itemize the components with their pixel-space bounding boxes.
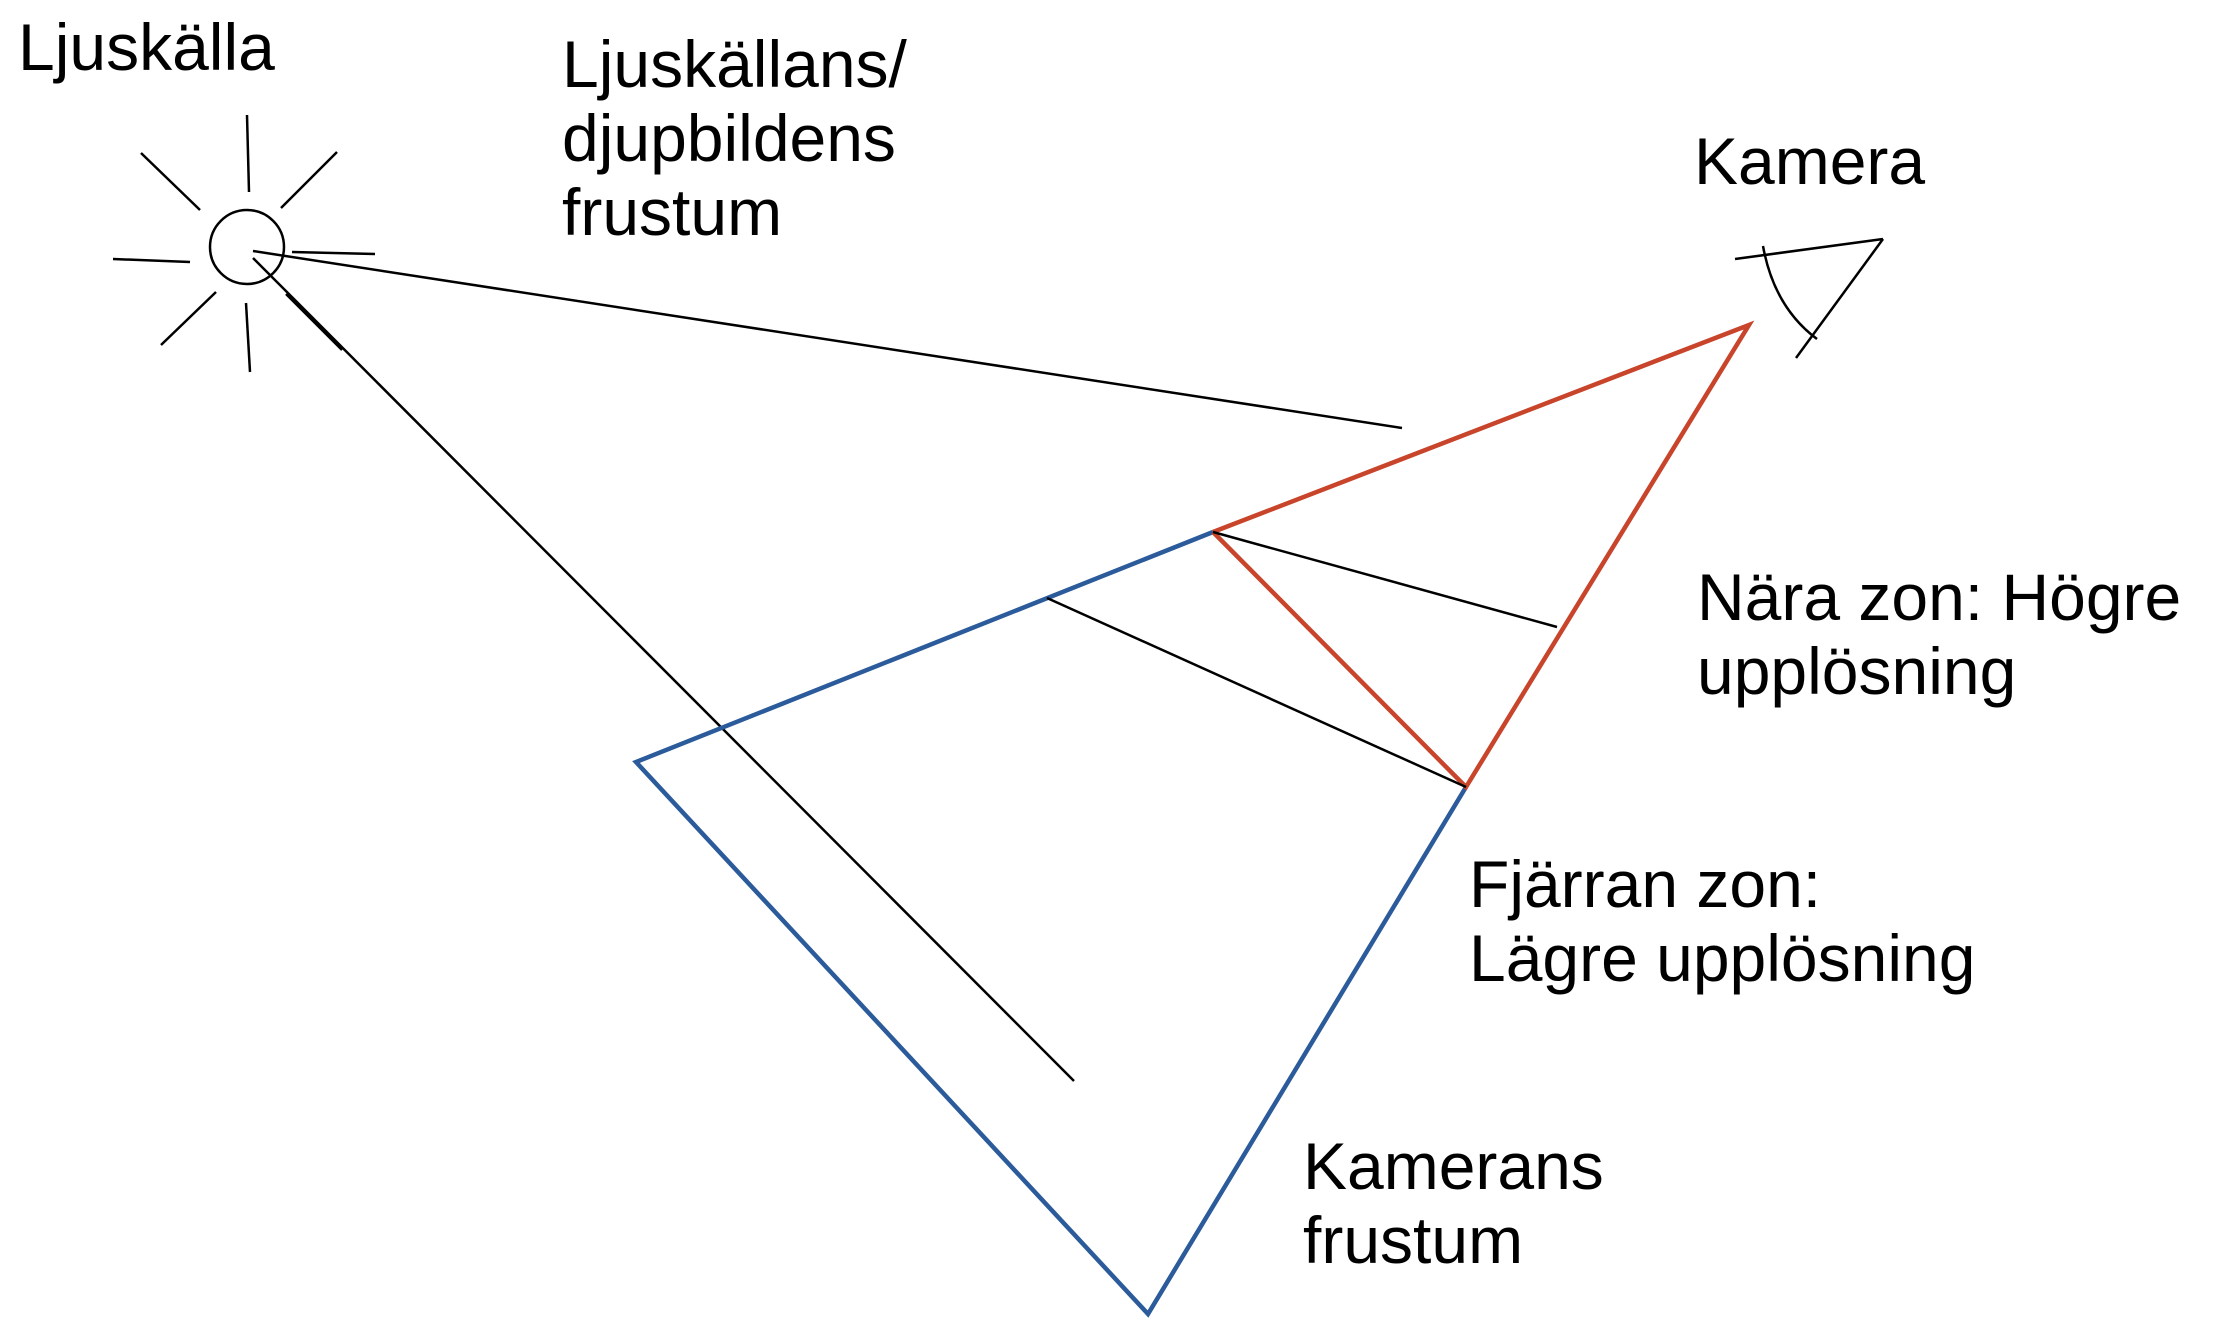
far-zone-leader — [1046, 596, 1467, 789]
light-frustum-lines — [252, 249, 1403, 1082]
near-zone-label: Nära zon: Högre upplösning — [1697, 560, 2182, 708]
sun-icon — [112, 114, 376, 373]
eye-icon — [1734, 237, 1885, 359]
light-frustum-lower-edge — [252, 257, 1075, 1082]
light-source-label: Ljuskälla — [18, 10, 275, 84]
near-zone-outline — [1211, 320, 1755, 791]
camera-frustum-label: Kamerans frustum — [1303, 1129, 1604, 1277]
light-frustum-label: Ljuskällans/ djupbildens frustum — [562, 27, 907, 249]
zone-leader-lines — [1046, 530, 1558, 789]
light-frustum-upper-edge — [252, 249, 1403, 430]
far-zone-label: Fjärran zon: Lägre upplösning — [1469, 847, 1976, 995]
near-zone-leader — [1212, 530, 1558, 629]
camera-frustum-outline — [632, 529, 1468, 1318]
camera-label: Kamera — [1694, 124, 1926, 198]
